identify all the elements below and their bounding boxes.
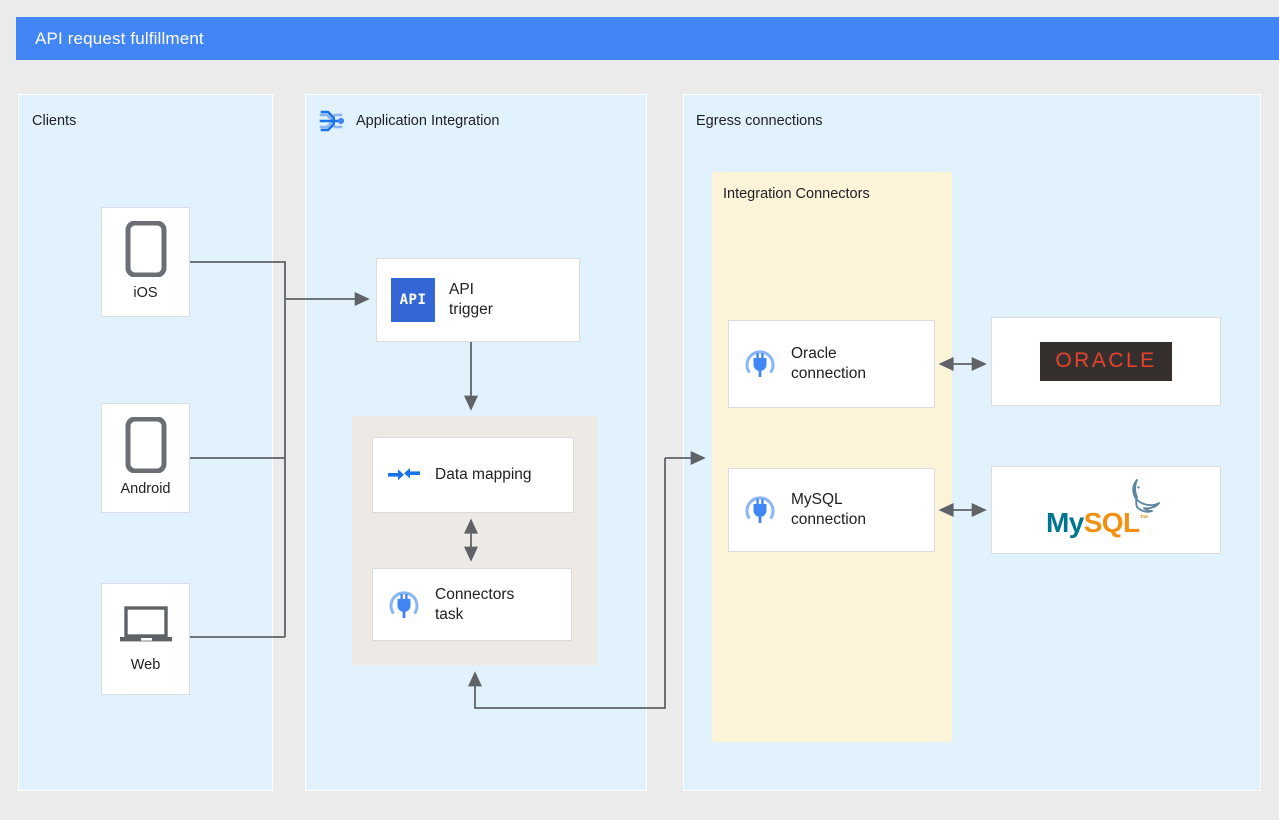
page-title: API request fulfillment (35, 28, 204, 48)
laptop-icon (117, 603, 175, 649)
oracle-logo: ORACLE (1040, 342, 1172, 381)
mysql-logo: MySQL™ (1046, 479, 1166, 541)
panel-integration-connectors (712, 172, 952, 742)
task-label: API trigger (449, 281, 493, 318)
mysql-word-sql: SQL (1083, 507, 1140, 538)
panel-application-integration-title: Application Integration (356, 113, 500, 129)
panel-egress-title: Egress connections (696, 113, 823, 129)
data-mapping-arrows-icon (387, 461, 421, 489)
connection-card-mysql[interactable]: MySQL connection (728, 468, 935, 552)
client-label: iOS (133, 285, 158, 302)
task-card-api-trigger[interactable]: API API trigger (376, 258, 580, 342)
task-card-connectors-task[interactable]: Connectors task (372, 568, 572, 641)
task-card-data-mapping[interactable]: Data mapping (372, 437, 574, 513)
mysql-dolphin-icon (1132, 479, 1160, 513)
backend-card-oracle[interactable]: ORACLE (991, 317, 1221, 406)
mobile-phone-icon (125, 221, 167, 278)
connector-plug-icon (387, 588, 421, 622)
backend-card-mysql[interactable]: MySQL™ (991, 466, 1221, 554)
application-integration-icon (318, 107, 346, 135)
client-card-android[interactable]: Android (101, 403, 190, 513)
connector-plug-icon (743, 347, 777, 381)
client-card-web[interactable]: Web (101, 583, 190, 695)
task-label: Connectors task (435, 585, 515, 623)
oracle-logo-text: ORACLE (1055, 349, 1157, 372)
connection-card-oracle[interactable]: Oracle connection (728, 320, 935, 408)
client-label: Web (130, 657, 161, 674)
panel-clients-title: Clients (32, 113, 77, 129)
panel-integration-connectors-title: Integration Connectors (723, 186, 870, 202)
mysql-wordmark: MySQL™ (1046, 507, 1149, 539)
connector-plug-icon (743, 493, 777, 527)
client-label: Android (120, 481, 171, 498)
mysql-word-my: My (1046, 507, 1084, 538)
mysql-trademark: ™ (1139, 513, 1148, 524)
mobile-phone-icon (125, 417, 167, 474)
client-card-ios[interactable]: iOS (101, 207, 190, 317)
connection-label: Oracle connection (791, 345, 866, 382)
task-label: Data mapping (435, 466, 532, 484)
connection-label: MySQL connection (791, 491, 866, 528)
api-badge-text: API (399, 292, 427, 308)
api-badge-icon: API (391, 278, 435, 322)
header-bar: API request fulfillment (16, 17, 1279, 60)
